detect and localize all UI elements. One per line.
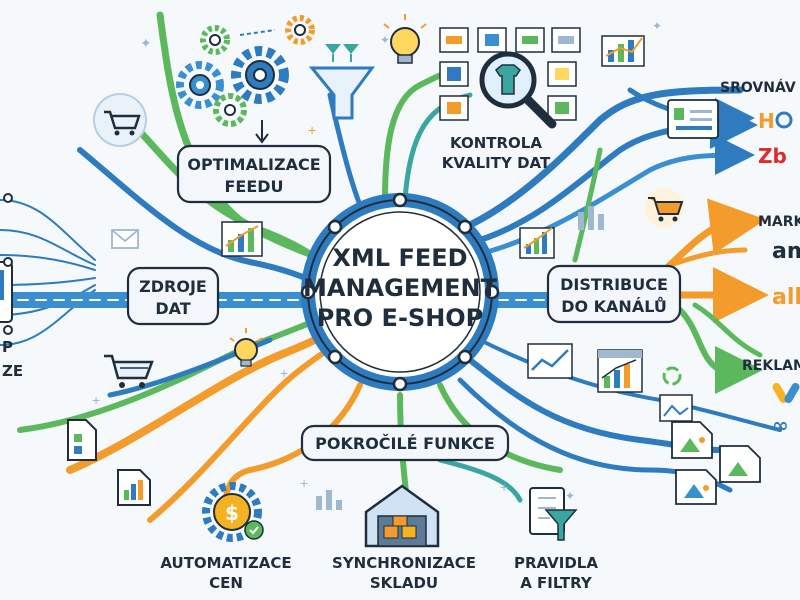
node-label-line: CEN	[209, 574, 243, 592]
progress-ring-icon	[662, 366, 682, 386]
node-label-line: OPTIMALIZACE	[187, 155, 320, 174]
gear-icon	[285, 15, 315, 45]
cart-icon	[644, 188, 684, 228]
node-label-line: PRAVIDLA	[514, 554, 598, 572]
hub: XML FEED MANAGEMENT PRO E-SHOP	[300, 192, 500, 392]
node-automatizace: AUTOMATIZACE CEN	[160, 554, 291, 592]
node-pokrocile: POKROČILÉ FUNKCE	[300, 424, 510, 462]
node-synchronizace: SYNCHRONIZACE SKLADU	[332, 554, 476, 592]
cart-icon	[93, 93, 147, 147]
hub-title-line: MANAGEMENT	[303, 274, 498, 302]
chart-icon	[578, 206, 604, 230]
node-label-line: KONTROLA	[450, 134, 542, 152]
brand-allegro-logo: all	[772, 285, 800, 310]
cart-icon	[104, 354, 154, 388]
product-grid	[439, 27, 581, 121]
filter-icon	[529, 487, 578, 541]
channel-label-reklama: REKLAM	[742, 358, 800, 374]
svg-text:$: $	[225, 501, 239, 525]
brand-google-ads-logo	[772, 382, 800, 404]
lightbulb-icon	[229, 328, 263, 367]
svg-text:+: +	[92, 392, 100, 408]
gear-icon	[176, 61, 224, 109]
node-label-line: DO KANÁLŮ	[561, 297, 667, 316]
image-icon	[675, 469, 717, 505]
left-edge-text: ZE	[2, 362, 23, 380]
node-distribuce: DISTRIBUCE DO KANÁLŮ	[546, 264, 682, 324]
svg-text:+: +	[280, 365, 288, 381]
chart-icon	[597, 349, 643, 393]
svg-text:✦: ✦	[652, 19, 662, 33]
node-kontrola: KONTROLA KVALITY DAT	[442, 134, 551, 172]
gear-icon	[200, 25, 230, 55]
svg-text:+: +	[308, 122, 316, 138]
node-optimalizace: OPTIMALIZACE FEEDU	[176, 144, 332, 204]
node-label-line: AUTOMATIZACE	[160, 554, 291, 572]
node-label: POKROČILÉ FUNKCE	[315, 434, 495, 453]
channel-label-marketplaces: MARK	[758, 214, 800, 230]
brand-amazon-logo: am	[772, 239, 800, 264]
node-label-line: SKLADU	[370, 574, 438, 592]
chart-icon	[527, 343, 573, 379]
node-label-line: SYNCHRONIZACE	[332, 554, 476, 572]
node-label-line: ZDROJE	[139, 277, 207, 296]
left-edge-text: P	[2, 338, 13, 356]
node-label-line: KVALITY DAT	[442, 154, 551, 172]
left-source-dots	[3, 193, 13, 335]
gear-icon	[213, 93, 247, 127]
chart-icon	[519, 227, 555, 259]
image-icon	[719, 445, 761, 483]
left-source-box	[0, 261, 13, 323]
browser-icon	[667, 99, 719, 139]
arrow-down-icon	[255, 120, 269, 144]
chart-icon	[117, 469, 151, 506]
chart-icon	[601, 35, 645, 67]
sparkles: ✦ + ✦ ✦ + ✦ + + +	[92, 19, 662, 503]
brand-meta-logo: ∞	[772, 413, 789, 437]
image-icon	[671, 421, 713, 459]
arrow-icon	[239, 29, 276, 36]
image-icon	[659, 394, 693, 422]
hub-title-line: PRO E-SHOP	[317, 304, 484, 332]
funnel-icon	[308, 44, 375, 120]
brand-heureka-logo: H	[758, 109, 775, 133]
node-pravidla: PRAVIDLA A FILTRY	[514, 554, 598, 592]
chart-icon	[316, 490, 342, 510]
node-label-line: A FILTRY	[520, 574, 593, 592]
node-zdroje: ZDROJE DAT	[126, 266, 220, 326]
hub-title-line: XML FEED	[332, 244, 467, 272]
envelope-icon	[111, 229, 139, 249]
svg-text:+: +	[300, 475, 308, 491]
node-label-line: FEEDU	[224, 177, 283, 196]
svg-text:+: +	[500, 479, 508, 495]
svg-text:✦: ✦	[380, 33, 390, 47]
dollar-icon: $	[202, 482, 264, 542]
document-icon	[67, 419, 97, 461]
gear-icon	[231, 46, 289, 104]
node-label-line: DISTRIBUCE	[560, 275, 668, 294]
brand-heureka-mark	[775, 111, 793, 129]
svg-text:✦: ✦	[140, 35, 152, 51]
warehouse-icon	[364, 484, 440, 548]
channel-label-srovnavace: SROVNÁV	[720, 79, 796, 96]
brand-zbozi-logo: Zb	[758, 144, 787, 168]
lightbulb-icon	[383, 14, 427, 64]
magnifier-icon	[479, 51, 557, 129]
svg-text:✦: ✦	[565, 489, 575, 503]
node-label-line: DAT	[155, 299, 190, 318]
chart-icon	[221, 221, 263, 257]
